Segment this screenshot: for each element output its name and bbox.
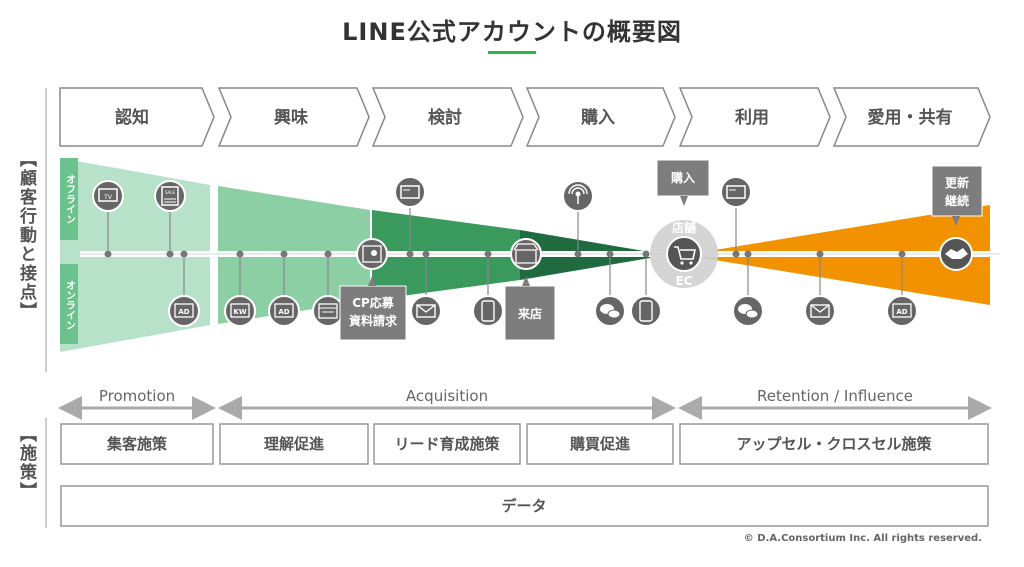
stage-purchase-label: 購入 xyxy=(581,107,615,128)
phase-retention: Retention / Influence xyxy=(678,387,992,420)
store-icon xyxy=(510,238,542,270)
offline-band xyxy=(60,158,78,240)
measure-box: アップセル・クロスセル施策 xyxy=(679,423,989,465)
svg-text:理解促進: 理解促進 xyxy=(264,435,325,453)
chat-icon xyxy=(732,295,764,327)
online-band-label: オンライン xyxy=(64,280,76,330)
svg-text:TV: TV xyxy=(103,194,113,201)
measures-side-label: 【施策】 xyxy=(16,425,36,501)
ad-banner-icon: AD xyxy=(168,295,200,327)
handshake-icon xyxy=(939,237,973,271)
copyright: © D.A.Consortium Inc. All rights reserve… xyxy=(743,533,982,544)
application-form-icon xyxy=(356,238,388,270)
svg-text:AD: AD xyxy=(278,308,289,316)
stage-consideration-label: 検討 xyxy=(428,107,462,128)
stage-awareness: 認知 xyxy=(59,87,215,147)
stage-usage: 利用 xyxy=(678,87,831,147)
measure-box: 理解促進 xyxy=(219,423,369,465)
dm-mail-icon xyxy=(394,176,426,208)
online-band xyxy=(60,264,78,344)
phase-acquisition-label: Acquisition xyxy=(406,387,488,405)
stage-purchase: 購入 xyxy=(525,87,676,147)
store-callout-label: 来店 xyxy=(517,306,542,321)
svg-text:リード育成施策: リード育成施策 xyxy=(394,435,500,453)
stage-consideration: 検討 xyxy=(371,87,524,147)
ad-banner-icon: AD xyxy=(268,295,300,327)
renewal-callout-line2: 継続 xyxy=(945,193,969,208)
data-box: データ xyxy=(60,485,989,527)
purchase-callout-label: 購入 xyxy=(670,170,695,185)
stage-arrows: 認知 興味 検討 購入 利用 愛用・共有 xyxy=(59,87,991,147)
stage-interest-label: 興味 xyxy=(274,107,308,128)
title-underline xyxy=(488,51,536,54)
svg-text:集客施策: 集客施策 xyxy=(106,435,168,453)
svg-text:AD: AD xyxy=(896,308,907,316)
stage-usage-label: 利用 xyxy=(735,107,769,128)
connector-lines xyxy=(107,206,903,296)
svg-text:購買促進: 購買促進 xyxy=(569,435,631,453)
svg-text:アップセル・クロスセル施策: アップセル・クロスセル施策 xyxy=(736,435,932,453)
measure-box: 購買促進 xyxy=(526,423,674,465)
dm-mail-icon xyxy=(720,176,752,208)
touchpoint-dots xyxy=(104,250,906,258)
touchpoints-side-label: 【顧客行動と接点】 xyxy=(16,150,36,321)
email-icon xyxy=(410,295,442,327)
shop-label: 店舗 xyxy=(672,220,696,235)
stage-loyalty: 愛用・共有 xyxy=(832,87,991,147)
stage-awareness-label: 認知 xyxy=(115,107,149,128)
ec-label: EC xyxy=(675,274,692,288)
page-title: LINE公式アカウントの概要図 xyxy=(342,18,682,46)
cp-callout-line1: CP応募 xyxy=(352,295,395,310)
ad-banner-icon: AD xyxy=(886,295,918,327)
stage-loyalty-label: 愛用・共有 xyxy=(868,107,953,128)
phase-promotion-label: Promotion xyxy=(99,387,175,405)
stage-interest: 興味 xyxy=(217,87,370,147)
renewal-callout-line1: 更新 xyxy=(945,175,969,190)
offline-band-label: オフライン xyxy=(64,174,76,224)
phase-retention-label: Retention / Influence xyxy=(757,387,913,405)
measure-boxes: 集客施策 理解促進 リード育成施策 購買促進 アップセル・クロスセル施策 データ xyxy=(60,423,989,527)
flyer-icon: SALE xyxy=(154,180,186,212)
svg-text:AD: AD xyxy=(178,308,189,316)
purchase-callout: 購入 xyxy=(656,159,710,206)
email-icon xyxy=(804,295,836,327)
cp-application-callout: CP応募 資料請求 xyxy=(339,276,407,341)
keyword-search-icon: KW xyxy=(224,295,256,327)
phase-promotion: Promotion xyxy=(58,387,216,420)
beacon-icon xyxy=(562,180,594,212)
svg-text:KW: KW xyxy=(233,308,246,316)
smartphone-icon xyxy=(630,295,662,327)
renewal-callout: 更新 継続 xyxy=(931,165,983,226)
svg-text:SALE: SALE xyxy=(165,190,176,195)
measure-box: 集客施策 xyxy=(60,423,214,465)
shop-ec-icon: 店舗 EC xyxy=(650,220,718,288)
chat-icon xyxy=(594,295,626,327)
phase-acquisition: Acquisition xyxy=(218,387,676,420)
cp-callout-line2: 資料請求 xyxy=(349,313,398,328)
smartphone-icon xyxy=(472,295,504,327)
web-page-icon xyxy=(312,295,344,327)
store-visit-callout: 来店 xyxy=(504,276,556,341)
data-box-label: データ xyxy=(501,497,546,515)
tv-icon: TV xyxy=(92,180,124,212)
measure-box: リード育成施策 xyxy=(373,423,521,465)
